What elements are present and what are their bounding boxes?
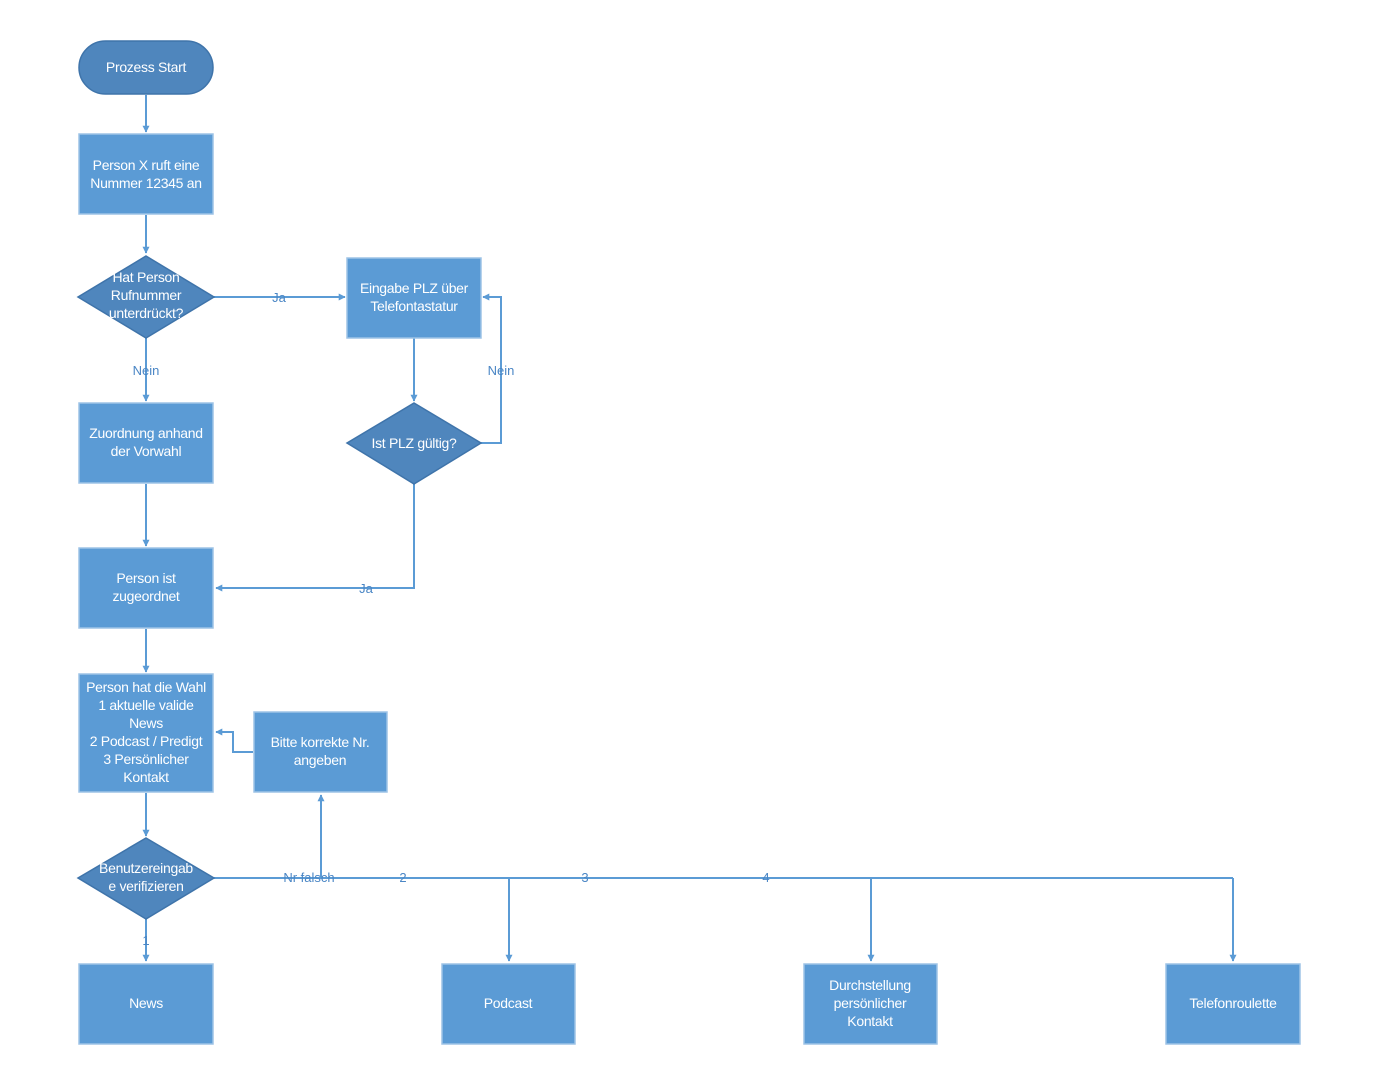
- node-label-line: News: [129, 715, 163, 731]
- node-label-line: Zuordnung anhand: [89, 425, 203, 441]
- node-label-line: Nummer 12345 an: [90, 175, 201, 191]
- node-label-line: 1 aktuelle valide: [98, 697, 194, 713]
- node-podcast[interactable]: Podcast: [441, 963, 576, 1045]
- node-label-line: angeben: [294, 752, 346, 768]
- decision-verify[interactable]: Benutzereingab e verifizieren: [76, 837, 216, 920]
- node-label-line: Bitte korrekte Nr.: [271, 734, 370, 750]
- svg-text:News: News: [129, 995, 163, 1011]
- node-correct-nr[interactable]: Bitte korrekte Nr. angeben: [253, 711, 388, 793]
- edge-label-2: 2: [399, 870, 406, 885]
- node-assigned[interactable]: Person ist zugeordnet: [78, 547, 214, 629]
- edge-label-ja-1: Ja: [272, 290, 287, 305]
- svg-text:Bitte korrekte Nr.angeben: Bitte korrekte Nr. angeben: [271, 734, 370, 768]
- node-label-line: Telefonroulette: [1189, 995, 1277, 1011]
- svg-text:Telefonroulette: Telefonroulette: [1189, 995, 1277, 1011]
- node-label-line: Person ist: [116, 570, 176, 586]
- node-label-line: e verifizieren: [108, 878, 183, 894]
- node-label-line: Prozess Start: [106, 59, 187, 75]
- node-news[interactable]: News: [78, 963, 214, 1045]
- svg-text:Ist PLZ gültig?: Ist PLZ gültig?: [372, 435, 458, 451]
- node-label-line: Kontakt: [123, 769, 169, 785]
- node-label-line: Rufnummer: [111, 287, 182, 303]
- edge-label-3: 3: [581, 870, 588, 885]
- node-label-line: Person X ruft eine: [93, 157, 200, 173]
- node-label-line: Hat Person: [112, 269, 179, 285]
- edge-valid-ja: [215, 484, 415, 592]
- node-assign-prefix[interactable]: Zuordnung anhand der Vorwahl: [78, 402, 214, 484]
- node-label-line: persönlicher: [834, 995, 907, 1011]
- edge-label-ja-2: Ja: [359, 581, 374, 596]
- node-label-line: News: [129, 995, 163, 1011]
- edge-label-1: 1: [142, 933, 149, 948]
- node-label-line: 2 Podcast / Predigt: [90, 733, 203, 749]
- node-start[interactable]: Prozess Start: [78, 40, 214, 95]
- connectors: [142, 95, 1237, 962]
- node-label-line: Telefontastatur: [370, 298, 458, 314]
- node-label-line: der Vorwahl: [111, 443, 182, 459]
- edge-valid-nein-loop: [481, 293, 502, 444]
- edge-label-4: 4: [762, 870, 769, 885]
- node-label-line: zugeordnet: [112, 588, 179, 604]
- decision-plz-valid[interactable]: Ist PLZ gültig?: [345, 402, 483, 485]
- edge-label-nr-falsch: Nr falsch: [283, 870, 334, 885]
- node-label-line: Durchstellung: [829, 977, 911, 993]
- node-roulette[interactable]: Telefonroulette: [1165, 963, 1301, 1045]
- node-label-line: Person hat die Wahl: [86, 679, 206, 695]
- edge-label-nein-2: Nein: [488, 363, 515, 378]
- node-label-line: Ist PLZ gültig?: [372, 435, 458, 451]
- edge-labels: Ja Nein Nein Ja Nr falsch 2 3 4 1: [133, 290, 770, 948]
- node-label-line: Benutzereingab: [99, 860, 193, 876]
- node-label-line: unterdrückt?: [109, 305, 184, 321]
- edge-correct-to-choice: [215, 728, 253, 753]
- node-label-line: 3 Persönlicher: [103, 751, 189, 767]
- svg-text:Prozess Start: Prozess Start: [106, 59, 187, 75]
- node-label-line: Podcast: [484, 995, 533, 1011]
- node-label-line: Eingabe PLZ über: [360, 280, 469, 296]
- node-label-line: Kontakt: [847, 1013, 893, 1029]
- svg-text:Podcast: Podcast: [484, 995, 533, 1011]
- edge-label-nein-1: Nein: [133, 363, 160, 378]
